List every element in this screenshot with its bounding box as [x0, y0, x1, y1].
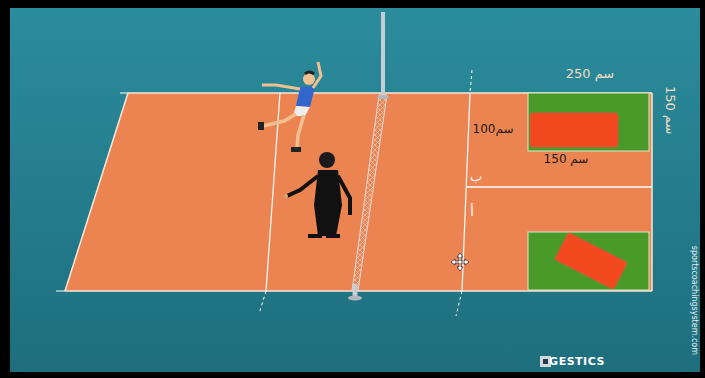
dimension-label: 250 سم [566, 67, 615, 81]
zone-letter: ب [470, 170, 482, 184]
dimension-label: 100سم [473, 123, 514, 136]
watermark: sportscoachingsystem.com [690, 245, 699, 354]
dimension-label: 150 سم [663, 86, 677, 135]
logo-text: GESTICS [549, 356, 605, 368]
dimension-label: 150 سم [544, 153, 589, 166]
zone-letter: أ [470, 205, 474, 219]
